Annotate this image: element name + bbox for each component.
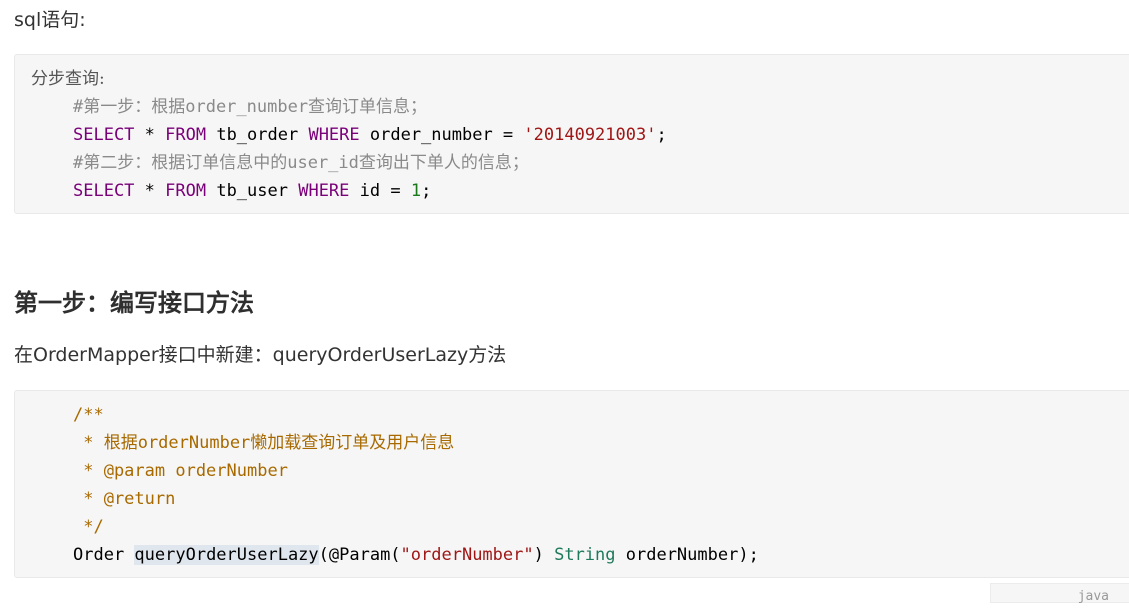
javadoc-close: */ [73, 517, 104, 537]
sql-comment-step1: #第一步：根据order_number查询订单信息； [73, 97, 428, 117]
java-code-block: /** * 根据orderNumber懒加载查询订单及用户信息 * @param… [14, 390, 1129, 578]
javadoc-return: * @return [73, 489, 176, 509]
sql-string: '20140921003' [523, 125, 657, 145]
return-type: Order [73, 545, 135, 565]
sql-query-user: SELECT * FROM tb_user WHERE id = 1; [73, 177, 431, 205]
sig-text: orderNumber); [615, 545, 759, 565]
code-language-tag: java [990, 583, 1129, 604]
step1-heading: 第一步：编写接口方法 [14, 289, 254, 317]
sql-text: tb_order [206, 125, 309, 145]
sig-string: "orderNumber" [400, 545, 534, 565]
sql-text: ; [421, 181, 432, 201]
sql-number: 1 [410, 181, 422, 201]
sql-text: ; [656, 125, 667, 145]
step1-description: 在OrderMapper接口中新建：queryOrderUserLazy方法 [14, 344, 507, 366]
method-signature: Order queryOrderUserLazy(@Param("orderNu… [73, 541, 759, 569]
sql-intro-label: sql语句: [14, 9, 86, 31]
javadoc-description: * 根据orderNumber懒加载查询订单及用户信息 [73, 433, 455, 453]
sql-keyword: FROM [165, 125, 207, 145]
sig-text: ) [533, 545, 555, 565]
sql-text: * [134, 125, 166, 145]
method-name[interactable]: queryOrderUserLazy [134, 545, 319, 565]
sig-text: (@Param( [318, 545, 401, 565]
sql-keyword: WHERE [308, 125, 360, 145]
sql-keyword: SELECT [73, 181, 135, 201]
sql-line-1: 分步查询: [31, 69, 105, 89]
sql-keyword: SELECT [73, 125, 135, 145]
javadoc-param: * @param orderNumber [73, 461, 288, 481]
param-type: String [554, 545, 616, 565]
sql-comment-step2: #第二步：根据订单信息中的user_id查询出下单人的信息； [73, 153, 529, 173]
sql-query-order: SELECT * FROM tb_order WHERE order_numbe… [73, 121, 667, 149]
sql-text: tb_user [206, 181, 299, 201]
sql-text: * [134, 181, 166, 201]
sql-text: order_number = [359, 125, 524, 145]
sql-keyword: WHERE [298, 181, 350, 201]
javadoc-open: /** [73, 405, 104, 425]
sql-text: id = [349, 181, 411, 201]
sql-keyword: FROM [165, 181, 207, 201]
sql-code-block: 分步查询: #第一步：根据order_number查询订单信息； SELECT … [14, 54, 1129, 214]
